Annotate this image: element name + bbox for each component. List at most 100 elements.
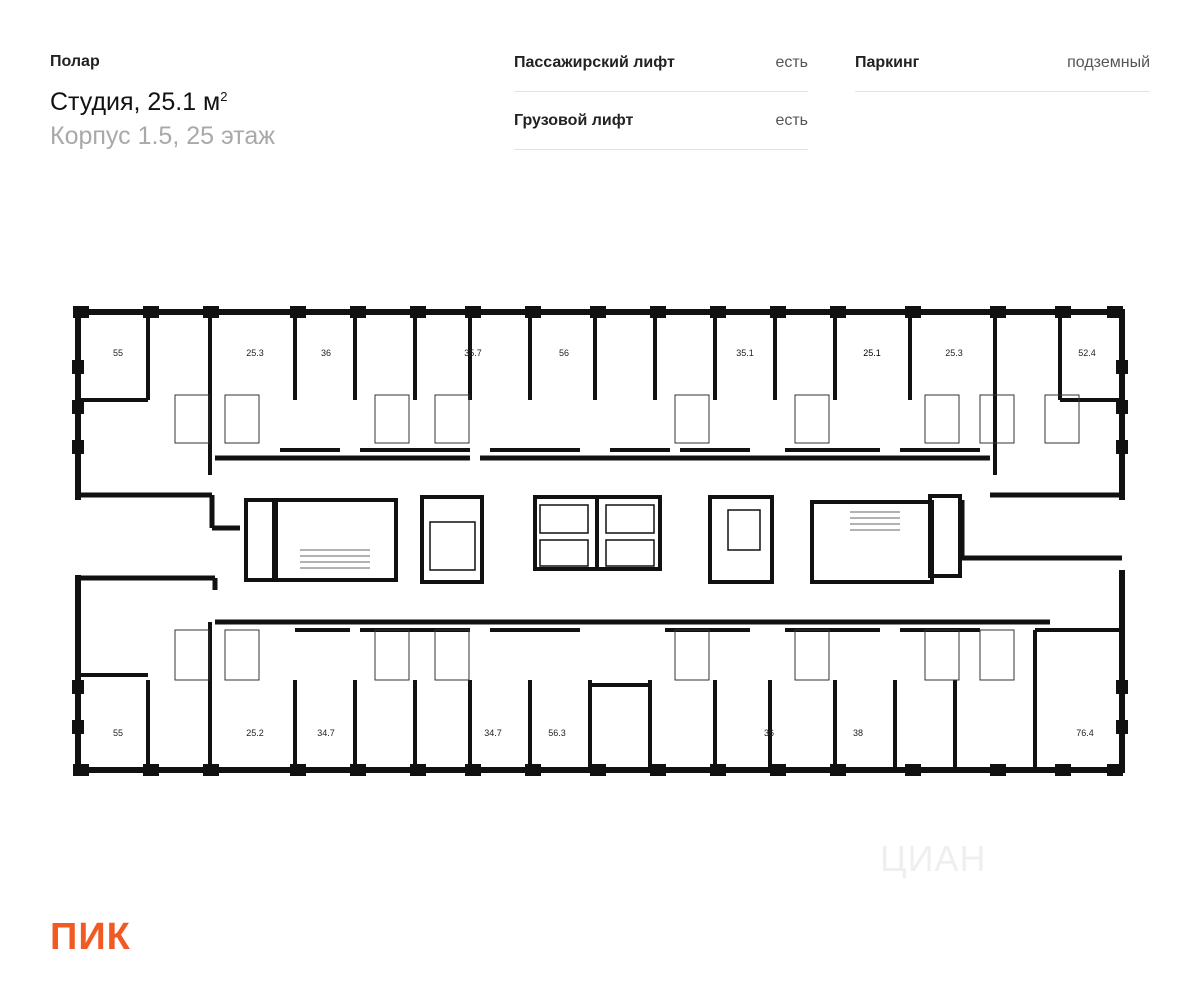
bathroom [979, 394, 1015, 444]
unit-area-label: 36 [764, 728, 774, 738]
bathroom [924, 629, 960, 681]
unit-area-label: 56.3 [548, 728, 566, 738]
window-pier [650, 306, 666, 318]
bathroom [174, 629, 210, 681]
spec-value: есть [775, 111, 808, 129]
project-name: Полар [50, 53, 100, 70]
window-pier [830, 764, 846, 776]
spec-parking: Паркинг подземный [855, 34, 1150, 92]
core [244, 494, 962, 584]
window-pier [465, 764, 481, 776]
bathroom [224, 394, 260, 444]
bathroom [794, 629, 830, 681]
window-pier [465, 306, 481, 318]
window-pier [350, 306, 366, 318]
unit-walls-top [78, 314, 1122, 475]
bathroom [224, 629, 260, 681]
bathroom [1044, 394, 1080, 444]
window-pier [1116, 680, 1128, 694]
spec-passenger-lift: Пассажирский лифт есть [514, 34, 808, 92]
window-pier [73, 306, 89, 318]
unit-area-label: 25.2 [246, 728, 264, 738]
window-pier [525, 306, 541, 318]
window-pier [590, 764, 606, 776]
unit-area-label: 25.3 [945, 348, 963, 358]
apartment-title: Студия, 25.1 м2 [50, 88, 228, 116]
window-pier [650, 764, 666, 776]
unit-area-label: 76.4 [1076, 728, 1094, 738]
window-pier [72, 400, 84, 414]
window-pier [290, 764, 306, 776]
unit-area-label: 38 [853, 728, 863, 738]
outer-walls [75, 309, 1125, 773]
window-pier [72, 360, 84, 374]
window-pier [525, 764, 541, 776]
window-pier [1055, 764, 1071, 776]
window-pier [72, 680, 84, 694]
unit-area-label: 25.3 [246, 348, 264, 358]
window-pier [72, 720, 84, 734]
window-pier [73, 764, 89, 776]
watermark: ЦИАН [880, 838, 987, 879]
bathroom [674, 394, 710, 444]
unit-area-label: 35.1 [736, 348, 754, 358]
unit-area-label: 34.7 [484, 728, 502, 738]
unit-area-label: 34.7 [317, 728, 335, 738]
window-pier [1116, 720, 1128, 734]
spec-value: подземный [1067, 53, 1150, 71]
window-pier [290, 306, 306, 318]
stair-lines [300, 511, 900, 569]
window-pier [710, 306, 726, 318]
unit-area-label: 55 [113, 728, 123, 738]
bathroom [374, 629, 410, 681]
spec-label: Пассажирский лифт [514, 53, 675, 71]
window-pier [1107, 306, 1123, 318]
window-pier [590, 306, 606, 318]
bathroom [374, 394, 410, 444]
corridor-walls [78, 455, 1122, 625]
window-pier [203, 306, 219, 318]
spec-value: есть [775, 53, 808, 71]
unit-walls-bottom [78, 622, 1122, 768]
unit-area-label: 35.7 [464, 348, 482, 358]
window-pier [1055, 306, 1071, 318]
unit-area-label: 55 [113, 348, 123, 358]
floor-plan: 55 25.3 36 35.7 56 35.1 25.1 25.3 52.4 55 25.2 34.… [50, 300, 1150, 790]
window-pier [350, 764, 366, 776]
spec-label: Грузовой лифт [514, 111, 634, 129]
window-pier [905, 306, 921, 318]
window-pier [72, 440, 84, 454]
window-pier [1107, 764, 1123, 776]
bathrooms [174, 394, 1080, 681]
bathroom [174, 394, 210, 444]
bathroom [434, 629, 470, 681]
square-superscript: 2 [220, 89, 228, 104]
bathroom [794, 394, 830, 444]
floor-plan-drawing: 55 25.3 36 35.7 56 35.1 25.1 25.3 52.4 55 25.2 34.… [72, 306, 1128, 776]
unit-area-labels-bottom: 55 25.2 34.7 34.7 56.3 36 38 76.4 [113, 728, 1094, 738]
pik-logo: ПИК [50, 916, 131, 958]
unit-area-label: 56 [559, 348, 569, 358]
building-floor-subtitle: Корпус 1.5, 25 этаж [50, 122, 275, 150]
window-pier [990, 764, 1006, 776]
window-pier [990, 306, 1006, 318]
unit-area-label: 52.4 [1078, 348, 1096, 358]
window-pier [905, 764, 921, 776]
window-pier [1116, 400, 1128, 414]
window-pier [143, 306, 159, 318]
window-pier [770, 764, 786, 776]
window-pier [410, 306, 426, 318]
bathroom [434, 394, 470, 444]
bathroom [924, 394, 960, 444]
window-pier [410, 764, 426, 776]
unit-area-label: 25.1 [863, 348, 881, 358]
window-pier [143, 764, 159, 776]
window-pier [710, 764, 726, 776]
window-pier [203, 764, 219, 776]
bathroom [979, 629, 1015, 681]
bathroom [674, 629, 710, 681]
spec-label: Паркинг [855, 53, 920, 71]
window-pier [1116, 360, 1128, 374]
